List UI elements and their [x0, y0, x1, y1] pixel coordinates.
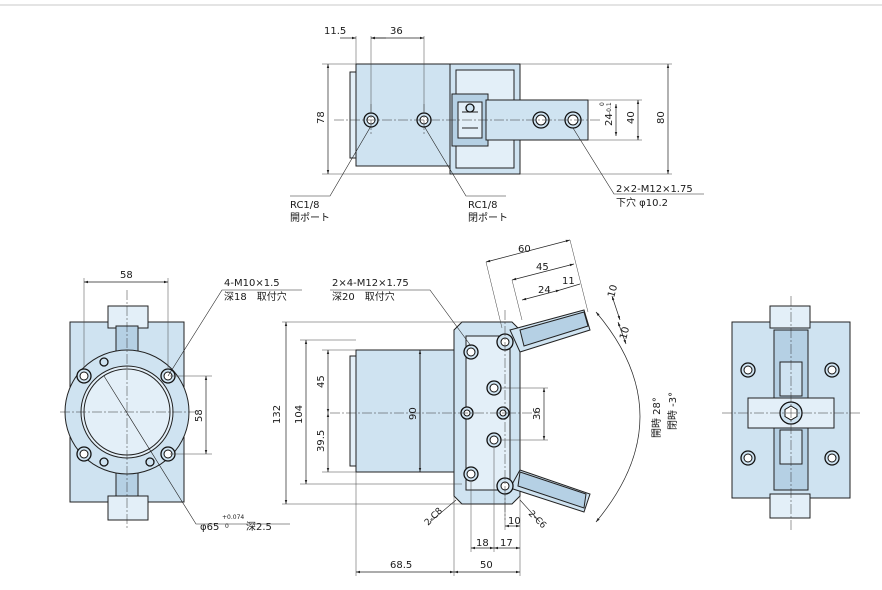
mount-tap-callout: 4-M10×1.5	[224, 278, 280, 289]
jaw-tap-callout: 2×2-M12×1.75	[616, 184, 693, 195]
dim-132: 132	[272, 405, 283, 424]
port-close-name: 閉ポート	[468, 212, 508, 224]
front-view: 58 58 4-M10×1.5 深18 取付穴 φ65 +0.074 0 深2.…	[60, 270, 302, 533]
dim-17: 17	[500, 538, 513, 549]
open-angle: 開時 28°	[651, 397, 663, 438]
dim-40: 40	[626, 111, 637, 124]
dim-36-top: 36	[390, 26, 403, 37]
dim-10-a: 10	[606, 284, 620, 299]
dim-50: 50	[480, 560, 493, 571]
angle-arc	[595, 311, 641, 523]
side-tap-depth: 深20 取付穴	[332, 290, 395, 303]
pilot-tol-upper: +0.074	[222, 514, 244, 521]
dim-24-top: 24	[604, 113, 615, 126]
dim-90: 90	[408, 407, 419, 420]
pilot-depth: 深2.5	[246, 521, 272, 533]
side-view: 132 104 45 39.5 90 36 60 45 24 11 10 10	[272, 239, 679, 576]
rear-bottom-lug	[769, 493, 811, 519]
dim-58-front-side: 58	[194, 409, 205, 422]
side-lower-finger-tip	[517, 471, 587, 509]
rear-view	[722, 296, 860, 530]
dim-80: 80	[656, 111, 667, 124]
tol-upper: 0	[599, 102, 606, 106]
dim-60: 60	[518, 244, 531, 255]
side-cylinder	[355, 349, 457, 473]
chamfer-c8: 2-C8	[423, 506, 445, 528]
dim-10-b: 10	[618, 326, 632, 341]
port-open-name: 開ポート	[290, 212, 330, 224]
dim-68-5: 68.5	[390, 560, 412, 571]
top-body-inner	[349, 71, 357, 159]
jaw-pin	[465, 103, 475, 113]
dim-39-5: 39.5	[316, 430, 327, 452]
tol-lower: -0.1	[606, 102, 613, 114]
front-bottom-lug	[107, 495, 149, 521]
top-view: 11.5 36 78 80 40 24 0 -0.1 RC1/8 開ポート RC…	[290, 26, 704, 224]
front-top-lug	[107, 305, 149, 329]
rear-top-lug	[769, 305, 811, 329]
dim-10-c: 10	[508, 516, 521, 527]
dim-36-side: 36	[532, 407, 543, 420]
close-angle: 閉時 -3°	[667, 392, 679, 430]
dim-11: 11	[562, 276, 575, 287]
port-close-size: RC1/8	[468, 200, 498, 211]
dim-45-side: 45	[316, 375, 327, 388]
dim-58-front-top: 58	[120, 270, 133, 281]
dim-104: 104	[294, 405, 305, 424]
small-hole-bl	[99, 457, 109, 467]
pilot-dia: φ65	[200, 522, 219, 533]
side-tap-callout: 2×4-M12×1.75	[332, 278, 409, 289]
dim-24-side: 24	[538, 285, 551, 296]
dim-11-5: 11.5	[324, 26, 346, 37]
dim-45-top: 45	[536, 262, 549, 273]
jaw-tap-hole-callout: 下穴 φ10.2	[616, 196, 668, 209]
dim-18: 18	[476, 538, 489, 549]
mount-tap-depth: 深18 取付穴	[224, 290, 287, 303]
port-open-size: RC1/8	[290, 200, 320, 211]
pilot-tol-lower: 0	[225, 523, 229, 530]
small-hole-tl	[99, 357, 109, 367]
side-upper-finger-tip	[519, 311, 589, 347]
small-hole-br	[145, 457, 155, 467]
chamfer-c6: 2-C6	[526, 509, 548, 531]
side-cylinder-cap	[349, 355, 357, 467]
dim-78: 78	[316, 111, 327, 124]
